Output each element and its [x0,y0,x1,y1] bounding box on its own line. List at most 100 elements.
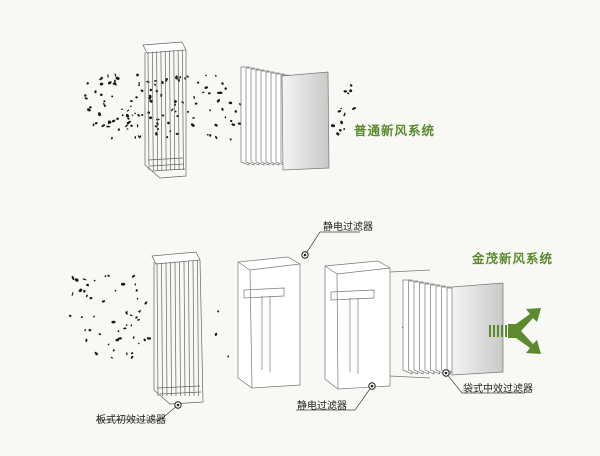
dust-particle [149,99,153,103]
dust-particle [234,110,238,113]
dust-particle [338,129,342,132]
dust-particle [179,76,182,79]
dust-particle [108,120,112,124]
dust-particle [99,93,103,97]
dust-particle [221,82,224,85]
dust-particle [130,105,132,108]
bottom-panel-filter [151,251,204,405]
dust-particle [123,327,127,330]
dust-particle [97,112,102,117]
top-system-title: 普通新风系统 [354,123,436,138]
dust-particle [155,132,158,136]
dust-particle [84,94,87,97]
dust-particle [101,300,106,303]
dust-particle [214,332,218,336]
dust-particle [126,128,129,130]
dust-particle [201,91,205,94]
dust-particle [153,83,157,86]
dust-particle [135,96,138,99]
dust-particle [89,296,93,300]
dust-particle [80,316,84,319]
dust-particle [221,107,224,111]
dust-particle [114,73,117,77]
dust-particle [343,128,346,130]
dust-particle [101,82,104,85]
dust-particle [205,74,207,77]
dust-particle [103,102,105,107]
dust-particle [337,110,342,113]
dust-particle [125,124,128,128]
dust-particle [71,291,74,297]
dust-particle [101,124,106,127]
dust-particle [89,106,92,109]
leader-lines [96,231,525,421]
dust-particle [82,278,87,281]
dust-particle [343,90,348,93]
dust-particle [84,329,87,332]
dust-particle [336,132,340,136]
dust-particle [125,324,128,326]
dust-particle [117,330,120,333]
dust-particle [192,117,195,119]
dust-particle [106,125,111,128]
dust-particle [141,114,144,116]
dust-particle [156,118,160,121]
dust-particle [217,310,220,313]
dust-particle [134,112,136,115]
electrostatic-filter-2 [324,260,431,390]
dust-particle [214,123,218,127]
dust-particle [146,337,152,340]
dust-particle [130,352,134,355]
dust-particle [74,278,79,282]
dust-particle [170,108,174,112]
dust-particle [120,282,126,286]
dust-particle [87,108,91,112]
dust-particle [137,342,140,345]
dust-particle [349,84,353,87]
dust-particle [107,274,110,277]
dust-particle [131,274,136,278]
dust-particle [126,352,128,356]
bottom-system-title: 金茂新风系统 [472,251,554,266]
dust-particle [352,107,356,110]
dust-particle [116,117,119,121]
dust-particle [110,136,113,140]
dust-particle [129,100,133,103]
dust-particle [165,77,168,82]
dust-particle [347,92,350,95]
dust-particle [127,120,131,124]
dust-particle [71,275,75,281]
dust-particle [137,113,140,117]
dust-particle [130,355,134,359]
dust-particle [126,109,130,112]
dust-particle [115,76,120,80]
dust-particle [104,105,107,108]
dust-particle [136,297,139,300]
dust-particle [216,99,220,103]
dust-particle [175,132,179,135]
dust-particle [111,119,116,123]
dust-particle [153,80,157,82]
dust-particle [186,110,189,113]
dust-particle [137,135,141,139]
dust-particle [98,333,102,336]
dust-particle [330,124,336,128]
dust-particle [99,78,102,81]
panel-filter-label: 板式初效过滤器 [96,415,166,426]
dust-particle [343,112,346,117]
dust-particle [207,92,211,95]
dust-particle [206,133,209,136]
dust-particle [144,301,148,305]
dust-particle [174,110,177,113]
split-arrow-icon [489,308,541,354]
dust-particle [224,87,227,90]
dust-particle [107,343,110,346]
bag-filter-label: 袋式中效过滤器 [463,384,533,395]
dust-particle [135,316,138,319]
dust-particle [154,125,158,128]
dust-particle [173,100,177,104]
dust-particle [83,289,86,293]
dust-particle [134,136,137,139]
dust-particle [125,311,128,315]
